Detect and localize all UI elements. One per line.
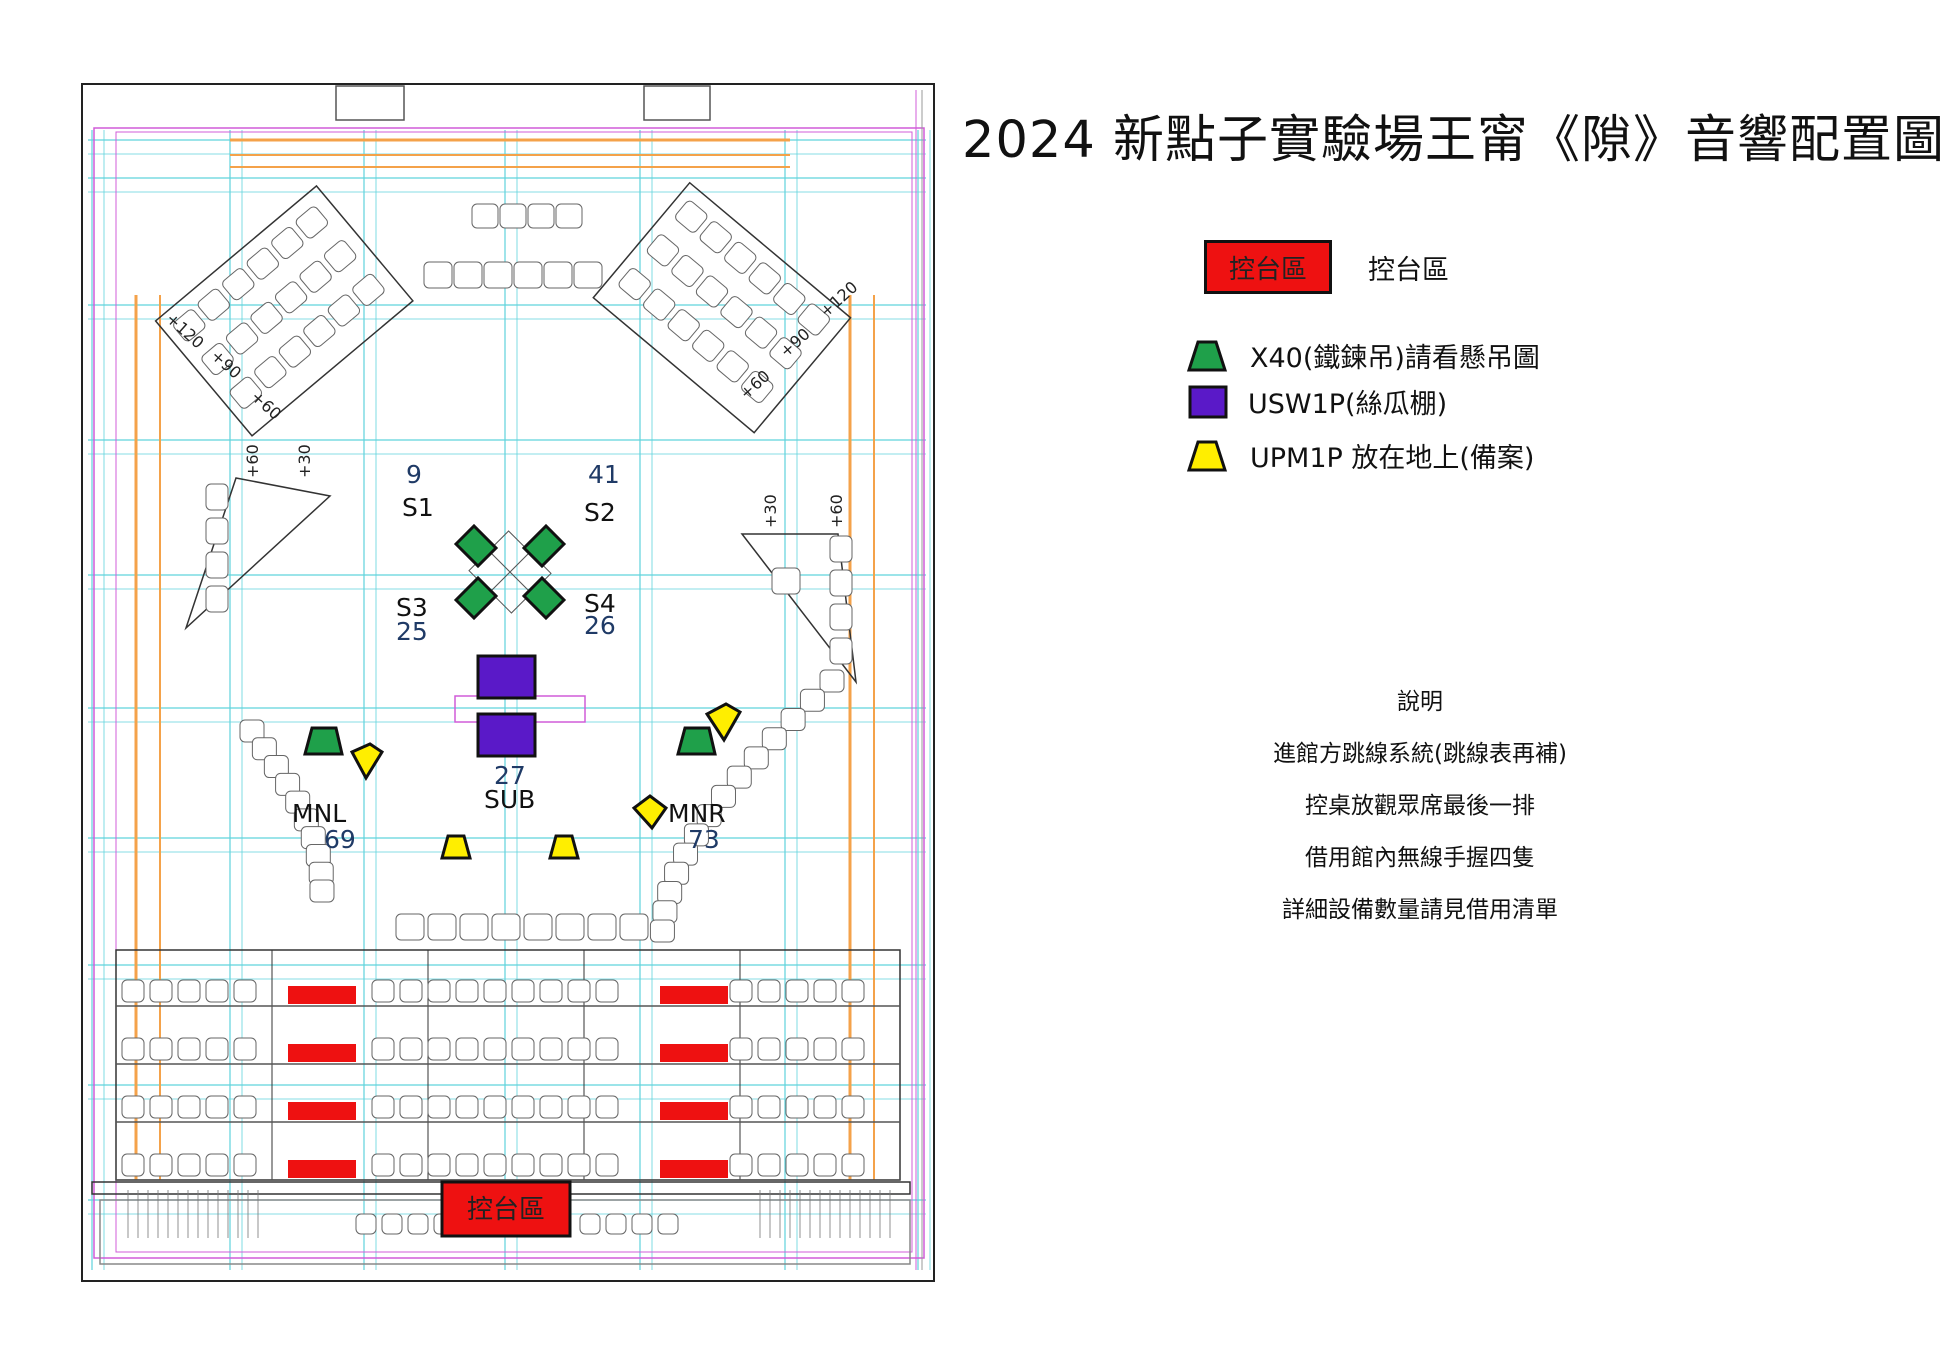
legend-usw: USW1P(絲瓜棚) — [1188, 382, 1447, 421]
legend-x40: X40(鐵鍊吊)請看懸吊圖 — [1186, 336, 1540, 375]
x40-speaker-s3 — [453, 575, 499, 621]
speaker-labels: 9 S1 41 S2 S3 25 S4 26 27 SUB MNL 69 MNR… — [292, 460, 726, 854]
speaker-name-sub: SUB — [484, 785, 535, 814]
legend-usw-label: USW1P(絲瓜棚) — [1248, 389, 1448, 420]
venue-walls — [81, 83, 935, 1282]
speaker-name-mnl: MNL — [292, 799, 346, 828]
elev-label: +60 — [243, 444, 262, 478]
x40-icon — [1186, 340, 1228, 371]
notes-line: 進館方跳線系統(跳線表再補) — [1273, 741, 1567, 767]
x40-speaker-s1 — [453, 523, 499, 569]
speaker-num-s3: 25 — [396, 617, 428, 646]
upm-speaker — [704, 702, 743, 743]
sub-speakers — [454, 654, 586, 758]
legend-x40-label: X40(鐵鍊吊)請看懸吊圖 — [1250, 343, 1540, 374]
elev-label: +60 — [827, 494, 846, 528]
speaker-num-sub: 27 — [494, 761, 526, 790]
speaker-name-s3: S3 — [396, 593, 428, 622]
x40-speaker-s4 — [521, 575, 567, 621]
speaker-num-s1: 9 — [406, 460, 422, 489]
speaker-name-s4: S4 — [584, 589, 616, 618]
legend-console-label: 控台區 — [1368, 254, 1449, 286]
notes-line: 控桌放觀眾席最後一排 — [1305, 793, 1535, 819]
notes-line: 詳細設備數量請見借用清單 — [1282, 897, 1558, 923]
x40-speaker-mnr — [676, 726, 717, 756]
upm-speaker — [548, 834, 580, 860]
notes-line: 借用館內無線手握四隻 — [1305, 845, 1535, 871]
truss-lines — [134, 138, 875, 1180]
console-area-plan-label: 控台區 — [467, 1195, 545, 1225]
speaker-name-s1: S1 — [402, 493, 434, 522]
sub-speaker-bottom — [476, 712, 537, 758]
elev-label: +30 — [761, 494, 780, 528]
speaker-name-mnr: MNR — [668, 799, 726, 828]
elev-label: +120 — [816, 277, 861, 321]
upm-speaker — [349, 742, 385, 782]
speaker-num-mnl: 69 — [324, 825, 356, 854]
console-area-plan: 控台區 — [440, 1180, 572, 1238]
usw-icon — [1188, 385, 1228, 418]
speaker-num-mnr: 73 — [688, 825, 720, 854]
notes-heading: 說明 — [1397, 689, 1443, 715]
speaker-num-s2: 41 — [588, 460, 620, 489]
page-title: 2024 新點子實驗場王甯《隙》音響配置圖 — [962, 111, 1945, 170]
upm-speaker — [631, 794, 669, 831]
speaker-name-s2: S2 — [584, 498, 616, 527]
sub-speaker-top — [476, 654, 537, 700]
seating-blocks — [154, 181, 858, 943]
legend-upm-label: UPM1P 放在地上(備案) — [1250, 443, 1535, 474]
console-swatch: 控台區 — [1204, 240, 1332, 294]
notes: 說明 進館方跳線系統(跳線表再補) 控桌放觀眾席最後一排 借用館內無線手握四隻 … — [1180, 676, 1660, 936]
upm-icon — [1186, 440, 1228, 471]
upm-speaker — [440, 834, 472, 860]
floor-plan: +120 +90 +60 +120 +90 +60 +60 +30 +30 +6… — [81, 83, 935, 1282]
speaker-cluster — [453, 523, 567, 621]
legend-console: 控台區 控台區 — [1204, 240, 1449, 294]
x40-speaker-mnl — [303, 726, 344, 756]
speaker-num-s4: 26 — [584, 611, 616, 640]
x40-speaker-s2 — [521, 523, 567, 569]
legend-upm: UPM1P 放在地上(備案) — [1186, 436, 1534, 475]
elev-label: +30 — [295, 444, 314, 478]
